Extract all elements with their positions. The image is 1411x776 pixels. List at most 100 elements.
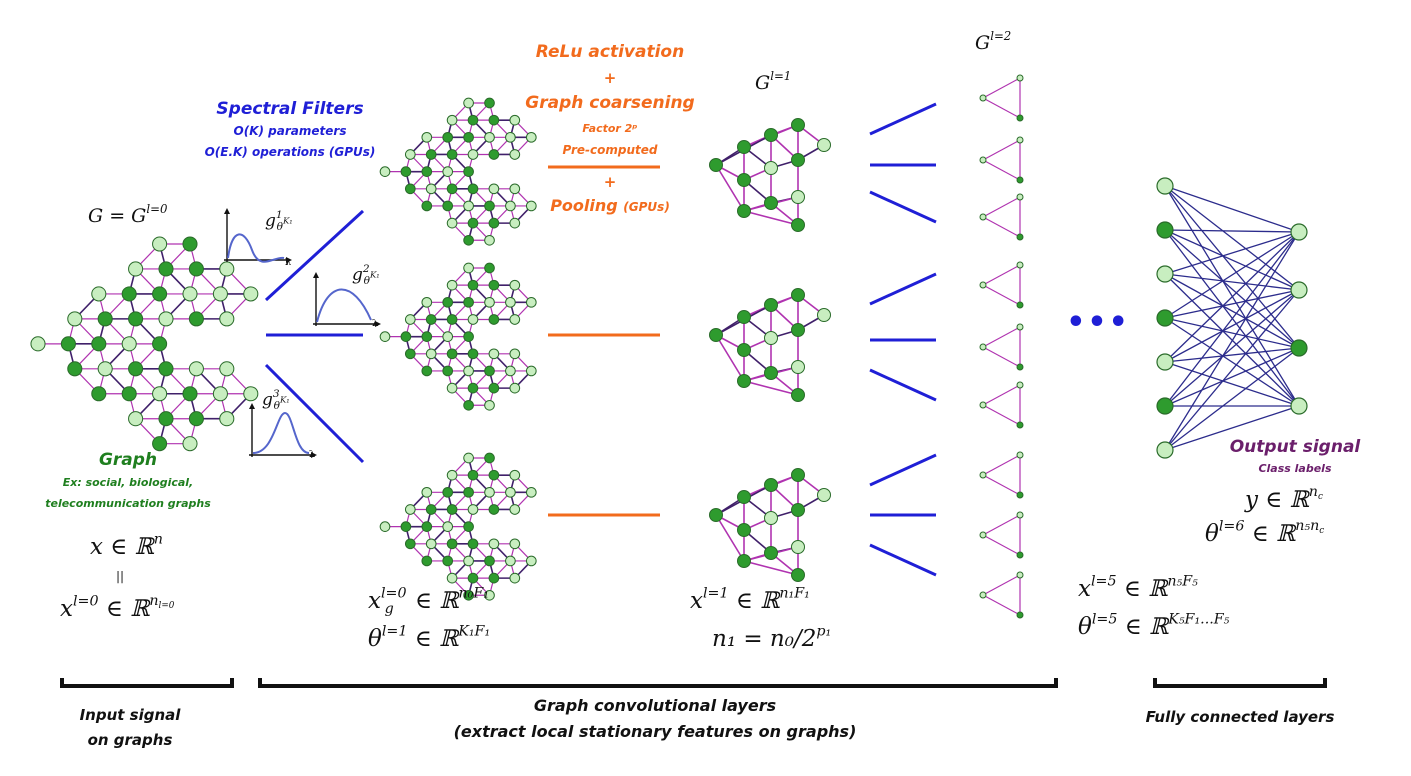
coarse-edge bbox=[743, 210, 799, 226]
relu-plus-1: + bbox=[603, 69, 617, 87]
coarse-node bbox=[737, 490, 751, 504]
graph-node bbox=[421, 131, 433, 143]
bracket-line bbox=[258, 678, 1058, 688]
conv-layers-caption-2: (extract local stationary features on gr… bbox=[453, 722, 857, 741]
fc-edge bbox=[1164, 231, 1300, 407]
lambda-label-2: λ bbox=[372, 319, 379, 329]
graph-node bbox=[525, 365, 537, 377]
graph-node bbox=[152, 286, 168, 302]
triangle-node bbox=[1016, 363, 1024, 371]
layer5-theta-sup: l=5 bbox=[1091, 611, 1118, 628]
coarsening-factor: Factor 2ᵖ bbox=[582, 122, 638, 135]
triangle-graph bbox=[979, 261, 1024, 309]
triangle-node bbox=[1016, 136, 1024, 144]
graph-node bbox=[421, 296, 433, 308]
graph-node bbox=[505, 200, 516, 212]
coarse-node bbox=[764, 511, 778, 525]
graph-node bbox=[421, 521, 433, 532]
graph-node bbox=[509, 469, 521, 481]
coarse-node bbox=[737, 523, 751, 537]
graph-node bbox=[467, 469, 479, 481]
filter-response-curve bbox=[227, 233, 285, 263]
fc-edge bbox=[1164, 347, 1300, 451]
filtered-signal-sup: l=0 bbox=[380, 585, 407, 602]
layer1-theta: θ bbox=[368, 626, 382, 652]
layer1-x-rest: ∈ ℝ bbox=[728, 588, 780, 614]
graph-node bbox=[67, 311, 83, 327]
fc-edge bbox=[1164, 185, 1300, 349]
graph-node bbox=[467, 504, 479, 515]
filtered-signal-sub: g bbox=[384, 600, 394, 617]
triangle-node bbox=[979, 94, 987, 102]
graph-node bbox=[379, 521, 391, 532]
triangle-node bbox=[979, 343, 987, 351]
layer5-x-exp: n₅F₅ bbox=[1167, 573, 1198, 590]
graph-node bbox=[484, 234, 495, 246]
graph-level-2: Gl=2 bbox=[975, 30, 1011, 54]
coarse-graph-2 bbox=[709, 288, 831, 402]
coarse-node bbox=[709, 508, 723, 522]
graph-node bbox=[463, 399, 474, 411]
graph-node bbox=[446, 314, 458, 325]
graph-node bbox=[525, 200, 537, 212]
graph-node bbox=[463, 555, 474, 567]
coarse-node bbox=[791, 288, 805, 302]
relu-title: ReLu activation bbox=[535, 42, 685, 62]
graph-node bbox=[60, 336, 76, 352]
triangle-edge bbox=[982, 454, 1021, 476]
triangle-node bbox=[1016, 421, 1024, 429]
graph-node bbox=[425, 348, 437, 360]
filter-label-2: g2θK₁ bbox=[352, 264, 380, 286]
layer5-signal-domain: xl=5 ∈ ℝn₅F₅ bbox=[1078, 573, 1198, 602]
fc-edge bbox=[1164, 229, 1300, 291]
filter-label-1-g: g bbox=[265, 211, 276, 231]
graph-node bbox=[488, 183, 500, 195]
triangle-node bbox=[1016, 491, 1024, 499]
fc-input-node bbox=[1156, 177, 1174, 195]
graph-node bbox=[463, 131, 474, 143]
graph-node bbox=[152, 436, 168, 452]
graph-node bbox=[425, 538, 437, 550]
graph-title: Graph bbox=[98, 450, 158, 470]
fully-connected-network bbox=[1156, 177, 1308, 459]
graph-node bbox=[467, 114, 479, 126]
filter-label-2-theta-sup: K₁ bbox=[369, 269, 380, 280]
coarse-node bbox=[791, 503, 805, 517]
graph-node bbox=[488, 572, 500, 584]
fc-input-node bbox=[1156, 309, 1174, 327]
coarse-node bbox=[709, 328, 723, 342]
graph-node bbox=[404, 538, 416, 550]
graph-node bbox=[488, 469, 500, 481]
graph-node bbox=[446, 538, 458, 550]
fc-input-node bbox=[1156, 353, 1174, 371]
fc-edge bbox=[1164, 347, 1300, 363]
fc-edge bbox=[1164, 317, 1300, 349]
triangle-edge bbox=[982, 139, 1021, 161]
triangle-edge bbox=[982, 474, 1021, 496]
coarse-node bbox=[791, 388, 805, 402]
input-layer-exp-base: n bbox=[149, 593, 159, 610]
graph-node bbox=[446, 348, 458, 360]
triangle-node bbox=[979, 156, 987, 164]
filter-label-1-theta: θ bbox=[276, 220, 283, 233]
graph-node bbox=[467, 149, 479, 160]
filter-label-1-sub: θK₁ bbox=[276, 216, 293, 233]
fan-line-down bbox=[869, 543, 937, 577]
relu-plus-2: + bbox=[603, 173, 617, 191]
graph-node bbox=[509, 572, 521, 584]
filtered-signal-exp: n₀F₁ bbox=[458, 585, 489, 602]
triangle-node bbox=[1016, 571, 1024, 579]
graph-node bbox=[404, 504, 416, 515]
triangle-node bbox=[979, 471, 987, 479]
graph-node bbox=[182, 436, 198, 452]
graph-node bbox=[446, 183, 458, 195]
triangle-node bbox=[1016, 301, 1024, 309]
graph-node bbox=[509, 538, 521, 550]
filtered-signal-x: x bbox=[368, 588, 381, 614]
coarsening-precomputed: Pre-computed bbox=[562, 143, 658, 157]
filtered-graph-2 bbox=[379, 262, 537, 411]
triangle-graph bbox=[979, 571, 1024, 619]
triangle-edge bbox=[982, 574, 1021, 596]
layer6-theta-exp: n₅nc bbox=[1295, 518, 1324, 536]
output-signal-title: Output signal bbox=[1229, 437, 1361, 457]
